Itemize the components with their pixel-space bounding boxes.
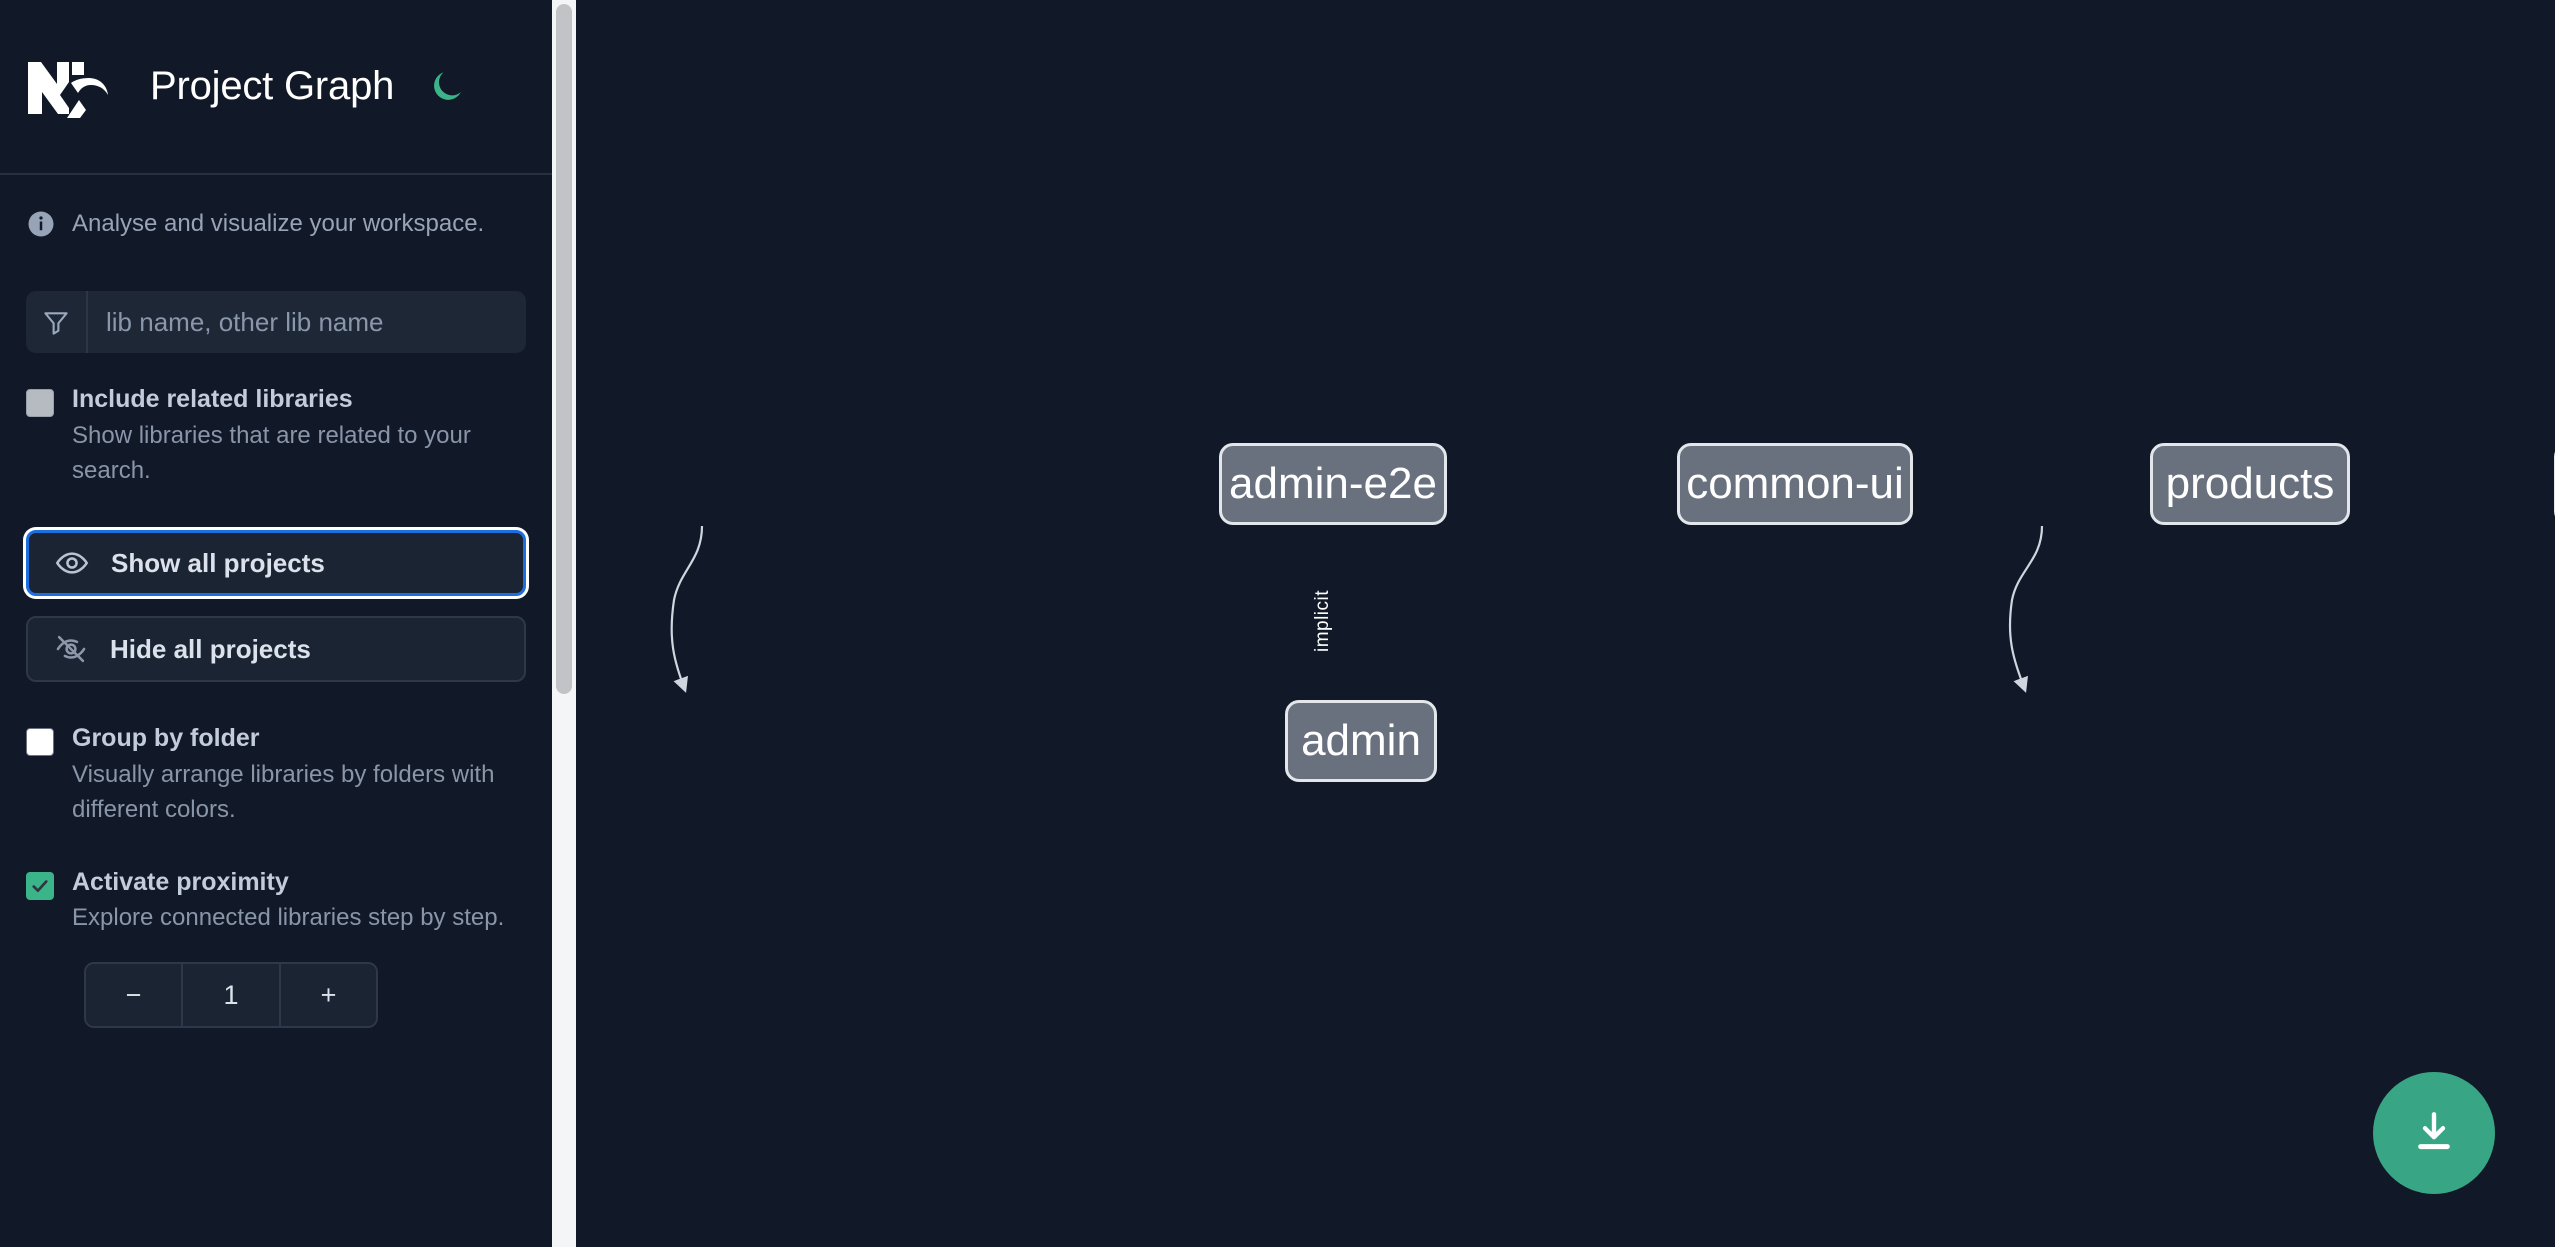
sidebar: Project Graph Analyse and visualize your… xyxy=(0,0,552,1247)
eye-off-icon xyxy=(54,632,88,666)
graph-node-products[interactable]: products xyxy=(2150,443,2350,525)
option-texts: Group by folder Visually arrange librari… xyxy=(72,722,512,827)
hide-all-projects-label: Hide all projects xyxy=(110,633,311,664)
activate-proximity-checkbox[interactable] xyxy=(26,871,54,900)
proximity-increment-button[interactable]: + xyxy=(281,964,376,1027)
graph-edges xyxy=(670,525,2044,693)
graph-node-admin[interactable]: admin xyxy=(1285,700,1437,782)
show-all-projects-label: Show all projects xyxy=(111,547,325,578)
option-activate-proximity: Activate proximity Explore connected lib… xyxy=(26,866,526,937)
option-label: Activate proximity xyxy=(72,867,289,896)
filter-field xyxy=(26,291,526,353)
sidebar-scrollbar[interactable] xyxy=(552,0,576,1247)
project-visibility-buttons: Show all projects Hide all projects xyxy=(26,530,526,683)
info-icon xyxy=(26,209,56,239)
graph-node-common-ui[interactable]: common-ui xyxy=(1677,443,1913,525)
filter-icon xyxy=(26,291,88,353)
option-description: Visually arrange libraries by folders wi… xyxy=(72,761,495,823)
graph-node-label: admin-e2e xyxy=(1229,459,1437,508)
proximity-stepper: − 1 + xyxy=(84,962,378,1029)
option-texts: Activate proximity Explore connected lib… xyxy=(72,866,504,937)
graph-canvas[interactable]: implicit implicit admin-e2e common-ui pr… xyxy=(552,0,2555,1247)
download-icon xyxy=(2409,1107,2459,1160)
download-graph-button[interactable] xyxy=(2373,1072,2495,1194)
sidebar-header: Project Graph xyxy=(0,0,552,175)
graph-node-label: common-ui xyxy=(1686,459,1904,508)
workspace-info-text: Analyse and visualize your workspace. xyxy=(72,210,485,237)
sidebar-scrollbar-thumb[interactable] xyxy=(556,4,572,694)
page-title: Project Graph xyxy=(150,64,395,108)
option-texts: Include related libraries Show libraries… xyxy=(72,383,512,488)
proximity-decrement-button[interactable]: − xyxy=(86,964,181,1027)
option-label: Include related libraries xyxy=(72,385,353,413)
option-group-by-folder: Group by folder Visually arrange librari… xyxy=(26,722,526,827)
moon-icon[interactable] xyxy=(424,64,470,110)
show-all-projects-button[interactable]: Show all projects xyxy=(26,530,526,597)
graph-node-admin-e2e[interactable]: admin-e2e xyxy=(1219,443,1447,525)
eye-icon xyxy=(55,546,89,580)
hide-all-projects-button[interactable]: Hide all projects xyxy=(26,616,526,683)
include-related-libraries-checkbox[interactable] xyxy=(26,389,54,417)
proximity-value: 1 xyxy=(181,964,281,1027)
option-label: Group by folder xyxy=(72,724,260,753)
search-input[interactable] xyxy=(88,291,526,353)
workspace-info: Analyse and visualize your workspace. xyxy=(0,175,552,239)
option-description: Show libraries that are related to your … xyxy=(72,421,471,484)
nx-logo xyxy=(26,56,114,118)
option-include-related-libraries: Include related libraries Show libraries… xyxy=(26,383,526,488)
edge-label-admin-e2e-admin: implicit xyxy=(1312,589,1334,653)
group-by-folder-checkbox[interactable] xyxy=(26,728,54,757)
option-description: Explore connected libraries step by step… xyxy=(72,904,505,932)
graph-node-label: admin xyxy=(1301,716,1421,765)
graph-node-label: products xyxy=(2165,459,2335,508)
